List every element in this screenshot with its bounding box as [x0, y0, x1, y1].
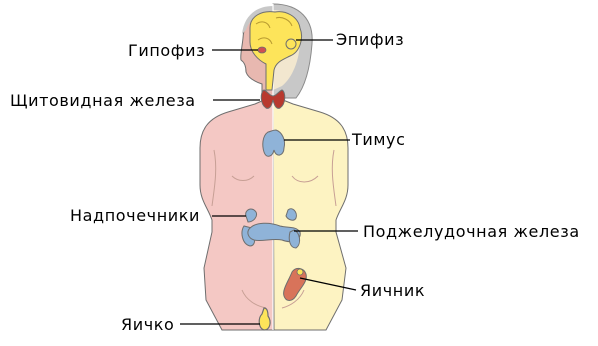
ovary-body: [297, 269, 303, 275]
label-ovary: Яичник: [360, 281, 425, 300]
label-pancreas: Поджелудочная железа: [363, 222, 580, 241]
male-torso: [200, 96, 274, 330]
pituitary-body: [258, 47, 266, 53]
pineal-body: [286, 39, 296, 49]
kidney-right: [289, 230, 299, 248]
label-adrenals: Надпочечники: [70, 206, 200, 225]
label-pituitary: Гипофиз: [128, 41, 205, 60]
label-testis: Яичко: [121, 315, 174, 334]
thymus-body: [263, 130, 285, 156]
label-pineal: Эпифиз: [336, 30, 404, 49]
label-thymus: Тимус: [351, 130, 406, 149]
adrenal-right: [286, 209, 296, 220]
label-thyroid: Щитовидная железа: [10, 91, 196, 110]
